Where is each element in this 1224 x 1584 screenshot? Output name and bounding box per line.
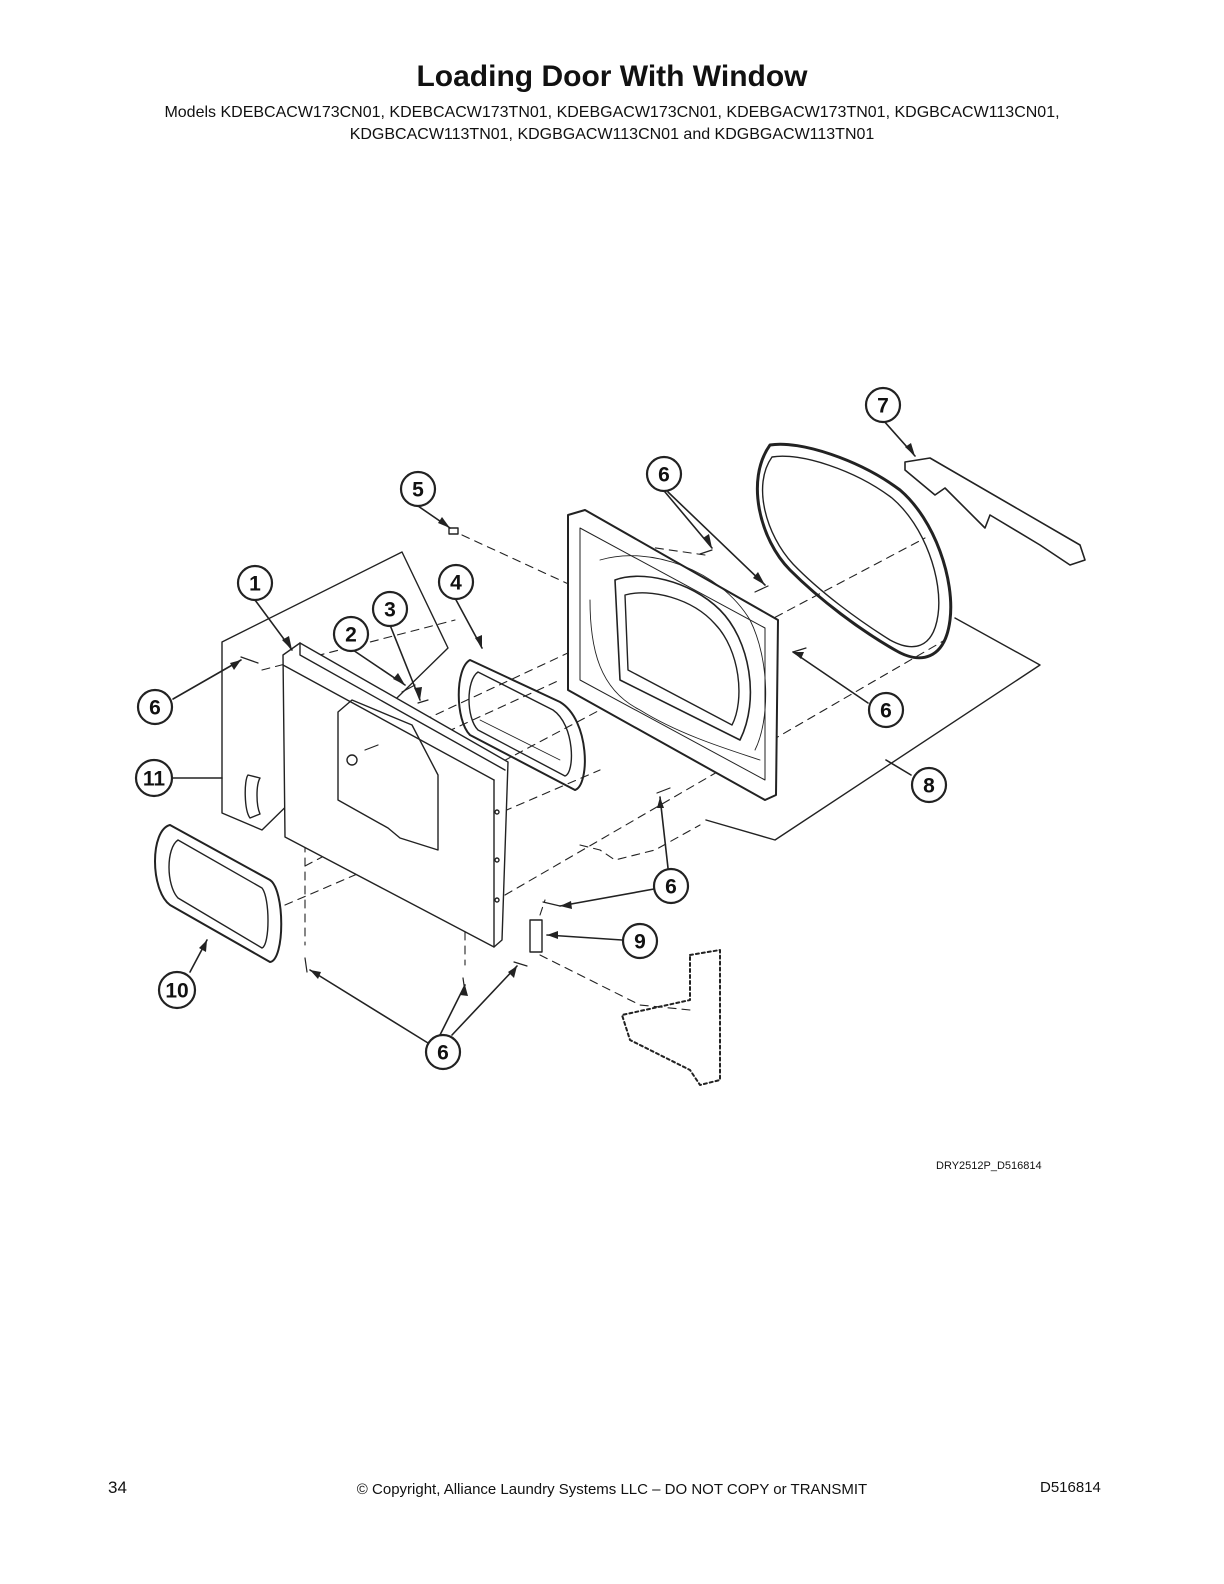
door-panel-part-1	[282, 642, 509, 948]
callout-8-number: 8	[923, 775, 935, 798]
page-title: Loading Door With Window	[416, 60, 808, 93]
callout-10	[157, 970, 197, 1010]
model-list: Models KDEBCACW173CN01, KDEBCACW173TN01,…	[80, 102, 1144, 146]
callout-2	[332, 615, 370, 653]
hinge-part-9	[529, 919, 543, 953]
callout-8	[910, 766, 948, 804]
callout-1	[236, 564, 274, 602]
assembly-bracket-8	[705, 617, 1041, 841]
document-number: D516814	[1040, 1479, 1101, 1496]
callout-9	[621, 922, 659, 960]
callout-7-number: 7	[877, 395, 889, 418]
callout-6-right-number: 6	[880, 700, 892, 723]
callout-4	[437, 563, 475, 601]
handle-trim-part-7	[904, 457, 1086, 566]
page-number: 34	[108, 1478, 127, 1497]
callouts	[134, 386, 948, 1071]
callout-10-number: 10	[165, 980, 188, 1003]
handle-part-11	[244, 774, 261, 819]
inner-door-frame	[567, 509, 779, 801]
callout-6-bottom	[424, 1033, 462, 1071]
callout-3	[371, 590, 409, 628]
callout-3-number: 3	[384, 599, 396, 622]
callout-6-mid-number: 6	[665, 876, 677, 899]
cabinet-section	[621, 949, 721, 1086]
callout-11-number: 11	[143, 768, 166, 791]
callout-2-number: 2	[345, 624, 357, 647]
callout-5	[399, 470, 437, 508]
callout-6-left	[136, 688, 174, 726]
figure-id: DRY2512P_D516814	[936, 1160, 1042, 1172]
clip-part-5	[448, 527, 459, 535]
callout-1-number: 1	[249, 573, 261, 596]
callout-11	[134, 758, 174, 798]
callout-6-top-number: 6	[658, 464, 670, 487]
callout-4-number: 4	[450, 572, 462, 595]
callout-6-mid	[652, 867, 690, 905]
copyright-notice: © Copyright, Alliance Laundry Systems LL…	[356, 1481, 868, 1498]
outer-window-part-10	[154, 824, 283, 963]
door-seal-ring	[755, 442, 953, 660]
callout-5-number: 5	[412, 479, 424, 502]
callout-7	[864, 386, 902, 424]
window-gasket-part-4	[457, 659, 586, 791]
model-list-line-1: Models KDEBCACW173CN01, KDEBCACW173TN01,…	[164, 104, 1060, 121]
callout-6-top	[645, 455, 683, 493]
arrowheads	[199, 443, 915, 996]
model-list-line-2: KDGBCACW113TN01, KDGBGACW113CN01 and KDG…	[349, 126, 875, 143]
callout-6-left-number: 6	[149, 697, 161, 720]
callout-6-right	[867, 691, 905, 729]
callout-6-bottom-number: 6	[437, 1042, 449, 1065]
callout-9-number: 9	[634, 931, 646, 954]
